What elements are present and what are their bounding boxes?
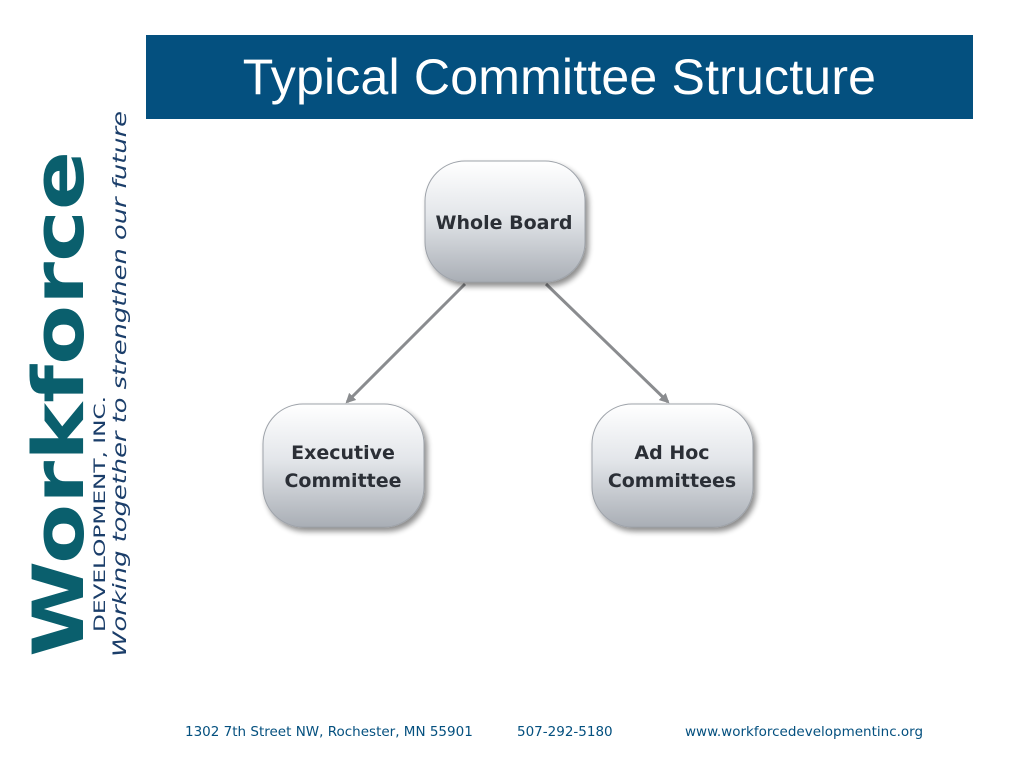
footer-address: 1302 7th Street NW, Rochester, MN 55901 xyxy=(185,724,473,740)
logo-wordmark: Workforce xyxy=(28,151,100,657)
node-label-adhoc-line2: Committees xyxy=(608,470,736,492)
footer-phone: 507-292-5180 xyxy=(517,724,613,740)
logo-tagline: Working together to strengthen our futur… xyxy=(109,111,131,657)
node-label-executive-line1: Executive xyxy=(291,442,395,464)
footer: 1302 7th Street NW, Rochester, MN 55901 … xyxy=(0,724,1024,744)
connector-board-to-executive xyxy=(345,282,467,404)
logo-subtitle: DEVELOPMENT, INC. xyxy=(90,396,109,632)
node-label-executive-line2: Committee xyxy=(284,470,401,492)
node-whole-board: Whole Board xyxy=(424,160,586,283)
node-executive-committee: Executive Committee xyxy=(262,403,425,528)
footer-website-link[interactable]: www.workforcedevelopmentinc.org xyxy=(685,724,924,740)
title-bar: Typical Committee Structure xyxy=(146,35,973,119)
slide-title: Typical Committee Structure xyxy=(242,49,877,105)
node-label-whole-board: Whole Board xyxy=(436,212,573,234)
node-ad-hoc-committees: Ad Hoc Committees xyxy=(591,403,754,528)
workforce-logo: Workforce DEVELOPMENT, INC. Working toge… xyxy=(28,111,131,657)
connector-board-to-adhoc xyxy=(544,282,670,404)
node-label-adhoc-line1: Ad Hoc xyxy=(634,442,709,464)
